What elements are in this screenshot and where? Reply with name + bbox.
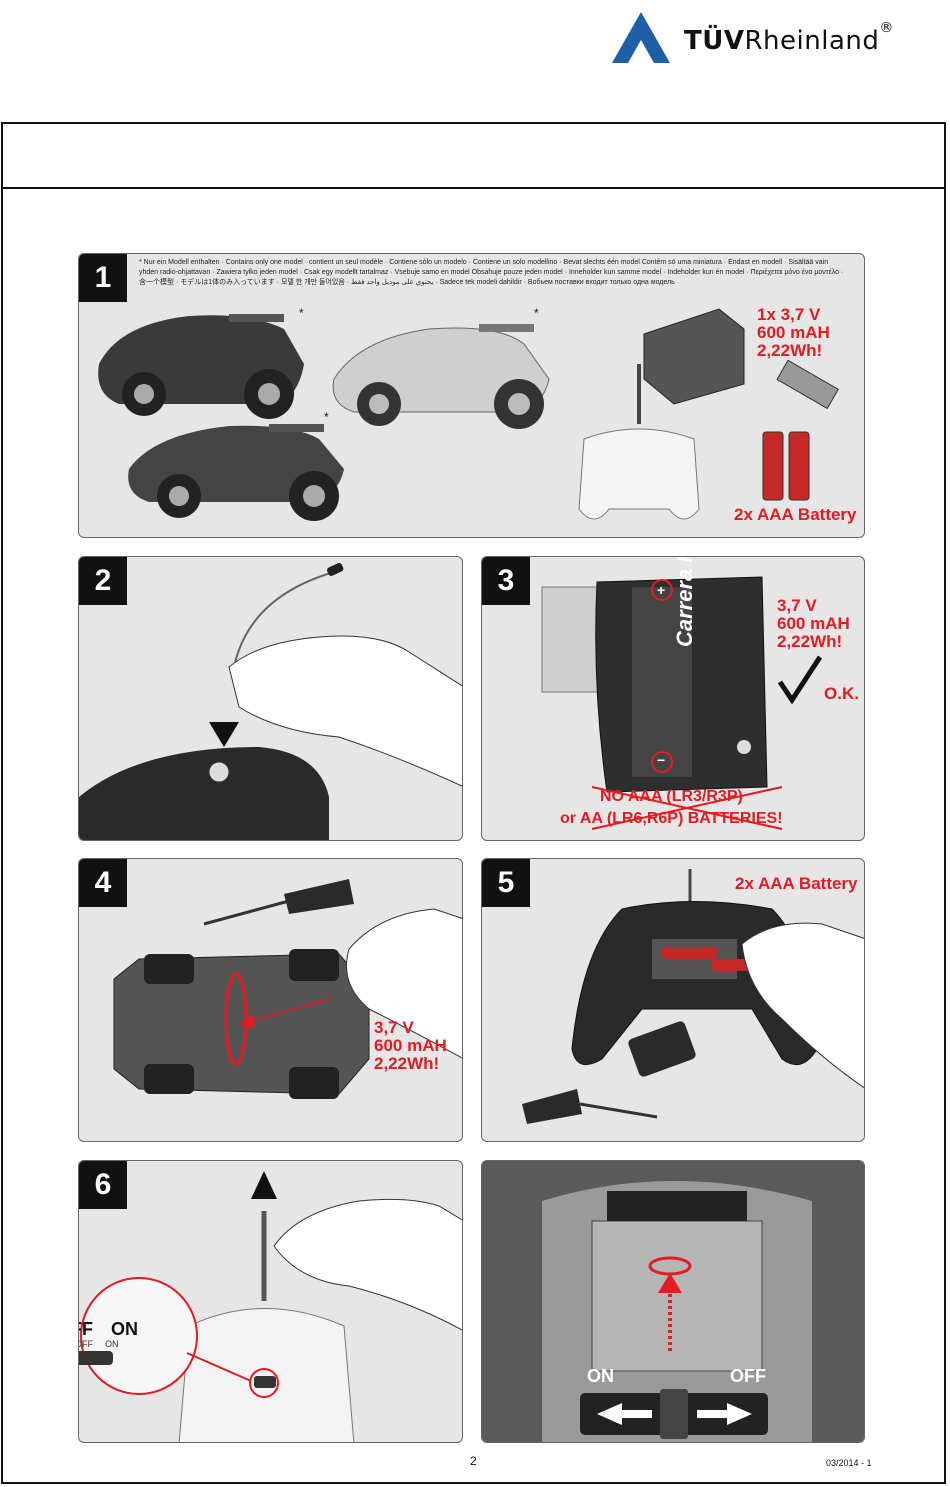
tuv-triangle-icon [612, 12, 670, 63]
battery-brand-label: Carrera RC [672, 556, 697, 647]
aaa-battery-label: 2x AAA Battery [734, 505, 857, 524]
off-label: OFF [730, 1366, 766, 1386]
document-code: 03/2014 - 1 [826, 1458, 872, 1468]
page-number: 2 [470, 1454, 477, 1468]
logo-brand-bold: TÜV [684, 26, 745, 56]
step-number: 3 [482, 557, 530, 605]
led-icon [737, 740, 751, 754]
on-label: ON [587, 1366, 614, 1386]
screwdriver-icon [203, 879, 354, 926]
rc-car-top-icon [79, 747, 329, 840]
battery-cover-icon [628, 1021, 696, 1077]
tuv-rheinland-logo: TÜVRheinland® [606, 8, 936, 68]
battery-spec: 3,7 V 600 mAH 2,22Wh! [374, 1018, 447, 1073]
step-number: 4 [79, 859, 127, 907]
battery-slot-marker [224, 972, 248, 1066]
minus-sign: − [657, 752, 666, 768]
multilingual-note: * Nur ein Modell enthalten · Contains on… [139, 259, 844, 286]
off-label: OFF [79, 1319, 93, 1339]
controller-battery-illustration [522, 869, 864, 1124]
rc-car-icon [128, 424, 344, 521]
arrow-left-icon [597, 1403, 622, 1425]
cross-line [591, 786, 783, 830]
on-small-label: ON [105, 1339, 119, 1349]
checkmark-icon [777, 655, 823, 705]
hand-icon [346, 908, 462, 1059]
battery-holder-icon [607, 1191, 747, 1221]
step-number: 6 [79, 1161, 127, 1209]
panel-5: 5 2x AAA Battery [481, 858, 865, 1142]
charger-wall-illustration [541, 576, 823, 830]
frame-divider [1, 187, 946, 189]
battery-warning-line2: or AA (LR6,R6P) BATTERIES! [560, 810, 783, 827]
step-number: 1 [79, 254, 127, 302]
switch-marker [249, 1368, 279, 1398]
minus-terminal-marker [651, 751, 673, 773]
remote-controller-icon [178, 1308, 355, 1442]
cars-and-controller-illustration [98, 308, 839, 521]
asterisk: * [534, 306, 539, 320]
hand-icon [741, 922, 864, 1089]
panel-7: 7 ON OFF [481, 1160, 865, 1443]
panel-4: 4 3,7 V 600 mAH 2,22Wh! [78, 858, 463, 1142]
charger-icon [595, 576, 768, 793]
battery-pack-icon [776, 359, 839, 410]
step-number: 2 [79, 557, 127, 605]
hand-icon [228, 635, 462, 787]
zoom-circle [80, 1277, 198, 1395]
on-label: ON [111, 1319, 138, 1339]
charger-spec: 1x 3,7 V 600 mAH 2,22Wh! [757, 305, 830, 360]
rc-car-icon [98, 314, 304, 419]
panel-1: 1 * Nur ein Modell enthalten · Contains … [78, 253, 865, 538]
controller-switch-illustration [79, 1171, 462, 1442]
screwdriver-icon [522, 1089, 658, 1124]
panel-3: 3 + − Carrera RC 3,7 V 600 mAH 2,22Wh! O… [481, 556, 865, 841]
logo-text: TÜVRheinland® [684, 20, 894, 56]
car-battery-insertion-illustration [113, 879, 462, 1099]
arrow-down-icon [209, 722, 239, 747]
battery-warning-line1: NO AAA (LR3/R3P) [600, 788, 743, 805]
aaa-battery-label: 2x AAA Battery [735, 874, 858, 893]
arrow-right-icon [727, 1403, 752, 1425]
power-switch-icon [79, 1351, 113, 1365]
rc-car-icon [332, 324, 550, 429]
logo-brand-regular: Rheinland [744, 26, 880, 56]
step-number: 5 [482, 859, 530, 907]
remote-controller-icon [578, 364, 700, 520]
antenna-insertion-illustration [79, 562, 462, 840]
asterisk: * [324, 410, 329, 424]
off-small-label: OFF [79, 1339, 93, 1349]
battery-spec: 3,7 V 600 mAH 2,22Wh! [777, 596, 850, 651]
arrow-up-icon [658, 1273, 682, 1293]
plus-sign: + [657, 582, 666, 598]
aaa-batteries-icon [762, 431, 810, 501]
page-frame [1, 122, 946, 1484]
arrow-left-icon [239, 1014, 254, 1029]
asterisk: * [299, 306, 304, 320]
logo-registered-mark: ® [879, 20, 894, 36]
plus-terminal-marker [651, 579, 673, 601]
panel-2: 2 [78, 556, 463, 841]
ok-label: O.K. [824, 684, 859, 703]
charger-icon [643, 308, 745, 405]
battery-cover-icon [591, 1220, 763, 1372]
hand-icon [273, 1198, 462, 1331]
panel-6: 6 OFF ON OFF ON [78, 1160, 463, 1443]
zoom-connector [186, 1352, 252, 1382]
arrow-up-icon [251, 1171, 277, 1199]
car-switch-illustration [482, 1161, 864, 1442]
